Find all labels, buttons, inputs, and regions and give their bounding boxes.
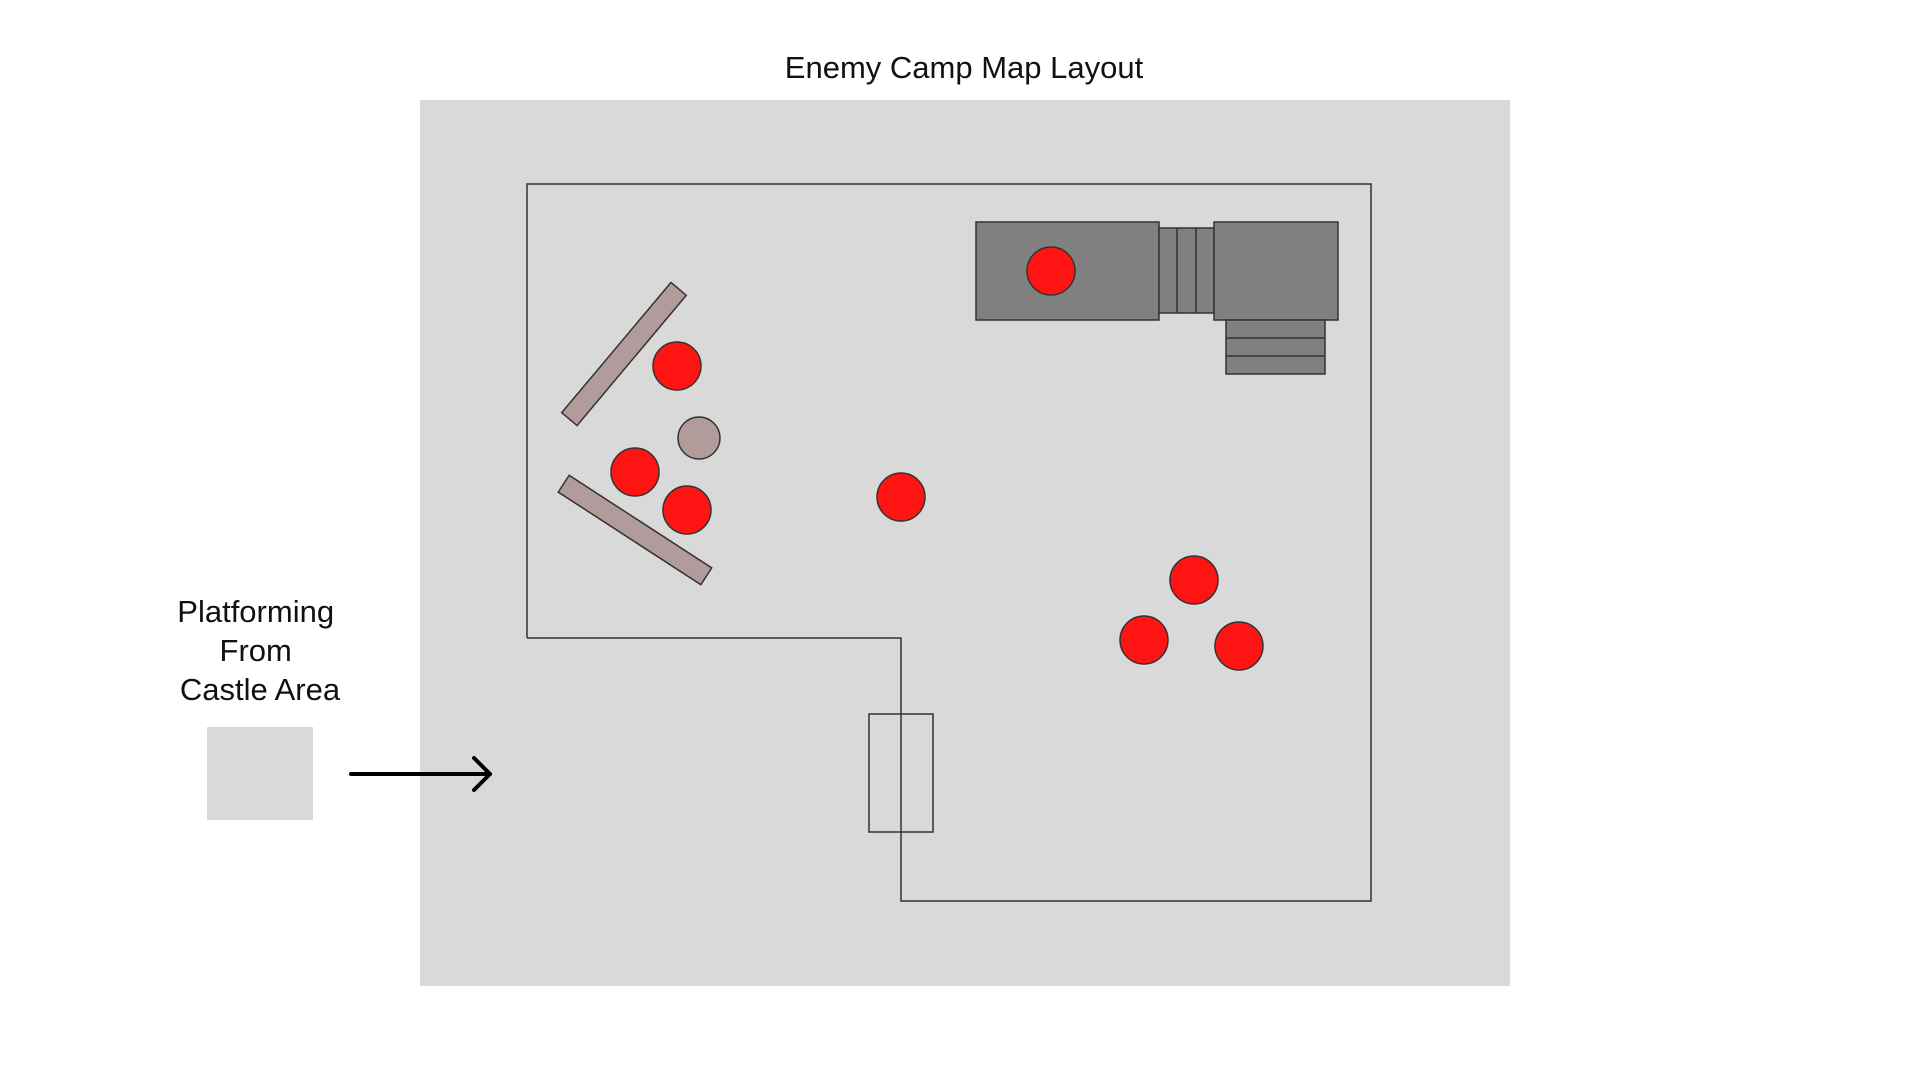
enemy-marker: [662, 485, 712, 535]
enemy-marker: [1026, 246, 1076, 296]
platforming-label-line-1: Platforming: [177, 594, 334, 629]
platforming-label: Platforming From Castle Area: [177, 594, 342, 707]
cover-barrier-lower: [557, 474, 713, 586]
enemy-marker: [610, 447, 660, 497]
bridge: [1158, 227, 1215, 314]
enemy-marker: [876, 472, 926, 522]
platforming-label-line-2: From: [220, 633, 292, 668]
entrance-gate: [868, 713, 934, 833]
platforming-label-line-3: Castle Area: [180, 672, 341, 707]
diagram-title: Enemy Camp Map Layout: [785, 50, 1144, 85]
enemy-marker: [1119, 615, 1169, 665]
barrel-object: [677, 416, 721, 460]
map-area: [420, 100, 1510, 986]
building-right: [1213, 221, 1339, 321]
platforming-area-block: [207, 727, 313, 820]
camp-boundary: [526, 183, 1372, 902]
arrow-icon: [349, 756, 492, 792]
stairs: [1225, 319, 1326, 375]
cover-barrier-upper: [560, 281, 688, 427]
enemy-marker: [1214, 621, 1264, 671]
enemy-marker: [652, 341, 702, 391]
enemy-marker: [1169, 555, 1219, 605]
